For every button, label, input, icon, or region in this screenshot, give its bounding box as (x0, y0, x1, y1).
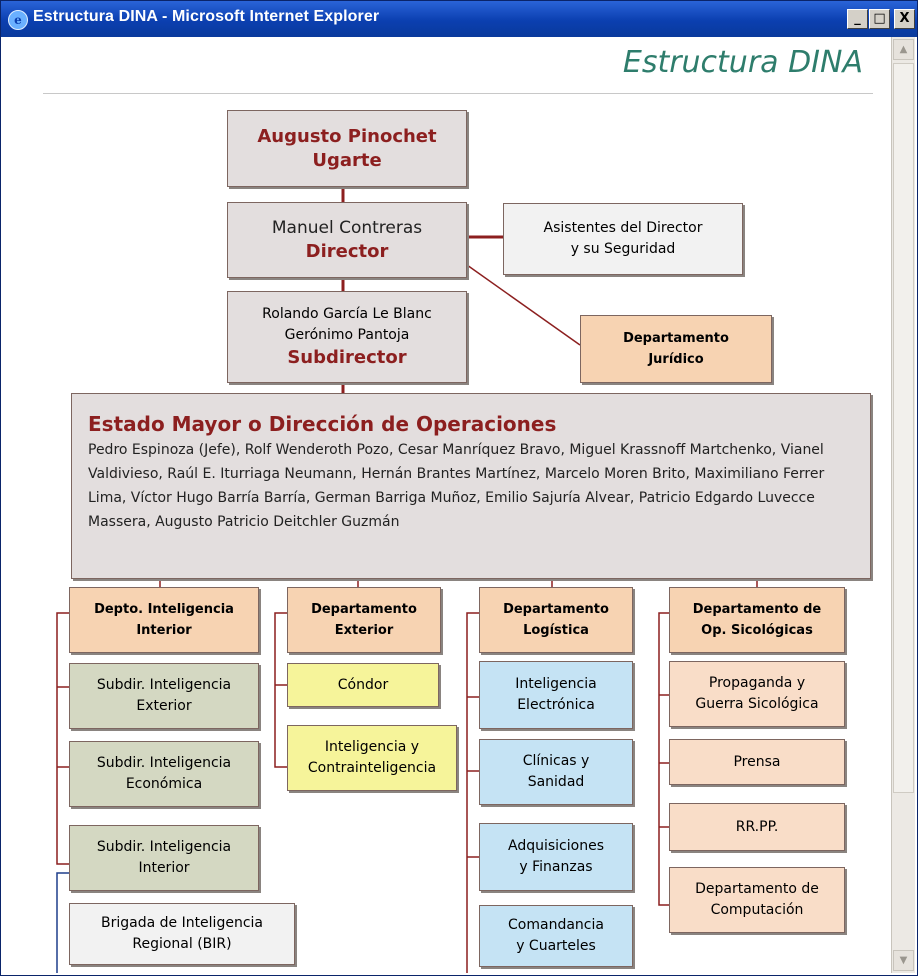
node-director-name: Manuel Contreras (271, 218, 423, 238)
node-asistentes: Asistentes del Director y su Seguridad (503, 203, 743, 275)
node-comandancia-cuarteles: Comandancia y Cuarteles (479, 905, 633, 967)
node-juridico-line1: Departamento (623, 331, 729, 346)
dept-logistica-line1: Departamento (503, 602, 609, 617)
node-computacion: Departamento de Computación (669, 867, 845, 933)
node-clinicas-sanidad-line2: Sanidad (527, 774, 585, 790)
node-inteligencia-electronica-line2: Electrónica (517, 697, 595, 713)
node-subdir-inteligencia-interior-line2: Interior (138, 860, 190, 876)
dept-logistica: Departamento Logística (479, 587, 633, 653)
connector-lines (56, 187, 758, 973)
node-brigada-bir-line2: Regional (BIR) (132, 936, 232, 952)
node-estado-mayor-title: Estado Mayor o Dirección de Operaciones (88, 412, 557, 436)
node-comandancia-cuarteles-line1: Comandancia (508, 917, 604, 933)
dept-exterior: Departamento Exterior (287, 587, 441, 653)
node-rrpp-label: RR.PP. (735, 818, 779, 835)
dept-op-sicologicas-line2: Op. Sicológicas (701, 623, 813, 638)
node-clinicas-sanidad-line1: Clínicas y (522, 753, 590, 769)
divider (43, 93, 873, 94)
node-contrainteligencia-line1: Inteligencia y (324, 739, 420, 755)
node-estado-mayor: Estado Mayor o Dirección de Operaciones … (71, 393, 871, 579)
node-inteligencia-electronica: Inteligencia Electrónica (479, 661, 633, 729)
node-asistentes-line1: Asistentes del Director (543, 220, 703, 236)
node-prensa-label: Prensa (733, 753, 781, 770)
connector-dept4-tree (658, 612, 669, 906)
connector-director-juridico (466, 264, 581, 346)
node-director: Manuel Contreras Director (227, 202, 467, 278)
node-contrainteligencia-line2: Contrainteligencia (307, 760, 437, 776)
dept-logistica-line2: Logística (523, 623, 589, 638)
scroll-down-arrow-icon[interactable]: ▼ (893, 950, 914, 971)
node-subdir-inteligencia-economica: Subdir. Inteligencia Económica (69, 741, 259, 807)
dept-inteligencia-interior: Depto. Inteligencia Interior (69, 587, 259, 653)
node-director-role: Director (305, 241, 389, 262)
node-subdir-inteligencia-interior-line1: Subdir. Inteligencia (96, 839, 232, 855)
connector-dept1-bir (56, 872, 69, 973)
connector-dept1-tree (56, 612, 69, 865)
node-estado-mayor-members: Pedro Espinoza (Jefe), Rolf Wenderoth Po… (88, 442, 825, 530)
node-brigada-bir-line1: Brigada de Inteligencia (100, 915, 263, 931)
node-prensa: Prensa (669, 739, 845, 785)
title-bar[interactable]: e Estructura DINA - Microsoft Internet E… (1, 1, 917, 37)
node-subdir-inteligencia-economica-line1: Subdir. Inteligencia (96, 755, 232, 771)
node-subdir-inteligencia-economica-line2: Económica (125, 776, 203, 792)
dept-exterior-line1: Departamento (311, 602, 417, 617)
page-title: Estructura DINA (622, 45, 863, 80)
node-condor: Cóndor (287, 663, 439, 707)
node-computacion-line1: Departamento de (695, 881, 819, 897)
node-subdir-inteligencia-exterior-line2: Exterior (136, 698, 192, 714)
node-computacion-line2: Computación (710, 902, 804, 918)
node-juridico-line2: Jurídico (648, 352, 704, 367)
node-clinicas-sanidad: Clínicas y Sanidad (479, 739, 633, 805)
page-content: Estructura DINA (5, 37, 891, 973)
dept-op-sicologicas-line1: Departamento de (692, 602, 822, 617)
node-subdir-inteligencia-interior: Subdir. Inteligencia Interior (69, 825, 259, 891)
node-comandancia-cuarteles-line2: y Cuarteles (516, 938, 596, 954)
dept-op-sicologicas: Departamento de Op. Sicológicas (669, 587, 845, 653)
node-pinochet-line1: Augusto Pinochet (257, 125, 437, 147)
dept-inteligencia-interior-line2: Interior (136, 623, 192, 638)
connector-dept3-tree (466, 612, 479, 973)
node-subdirector-name1: Rolando García Le Blanc (262, 306, 432, 322)
node-subdirector-role: Subdirector (287, 347, 407, 368)
node-subdirector: Rolando García Le Blanc Gerónimo Pantoja… (227, 291, 467, 383)
node-pinochet: Augusto Pinochet Ugarte (227, 110, 467, 187)
vertical-scrollbar[interactable]: ▲ ▼ (891, 37, 915, 973)
connector-dept2-tree (274, 612, 287, 768)
node-adquisiciones-finanzas-line2: y Finanzas (519, 859, 593, 875)
node-juridico: Departamento Jurídico (580, 315, 772, 383)
node-rrpp: RR.PP. (669, 803, 845, 851)
close-button[interactable]: X (894, 9, 915, 29)
node-brigada-bir: Brigada de Inteligencia Regional (BIR) (69, 903, 295, 965)
scrollbar-thumb[interactable] (893, 63, 914, 793)
node-subdir-inteligencia-exterior: Subdir. Inteligencia Exterior (69, 663, 259, 729)
node-adquisiciones-finanzas-line1: Adquisiciones (508, 838, 604, 854)
minimize-button[interactable]: _ (847, 9, 868, 29)
dept-inteligencia-interior-line1: Depto. Inteligencia (94, 602, 234, 617)
node-propaganda-line1: Propaganda y (708, 675, 806, 691)
node-propaganda-line2: Guerra Sicológica (695, 696, 819, 712)
node-contrainteligencia: Inteligencia y Contrainteligencia (287, 725, 457, 791)
node-pinochet-line2: Ugarte (312, 149, 382, 171)
node-subdirector-name2: Gerónimo Pantoja (284, 327, 410, 343)
node-asistentes-line2: y su Seguridad (570, 241, 676, 257)
internet-explorer-icon: e (8, 10, 28, 30)
scroll-up-arrow-icon[interactable]: ▲ (893, 39, 914, 60)
node-inteligencia-electronica-line1: Inteligencia (515, 676, 597, 692)
maximize-button[interactable]: □ (869, 9, 890, 29)
window-title: Estructura DINA - Microsoft Internet Exp… (33, 8, 380, 25)
node-propaganda: Propaganda y Guerra Sicológica (669, 661, 845, 727)
node-adquisiciones-finanzas: Adquisiciones y Finanzas (479, 823, 633, 891)
dept-exterior-line2: Exterior (334, 623, 394, 638)
node-subdir-inteligencia-exterior-line1: Subdir. Inteligencia (96, 677, 232, 693)
node-condor-label: Cóndor (337, 676, 389, 693)
